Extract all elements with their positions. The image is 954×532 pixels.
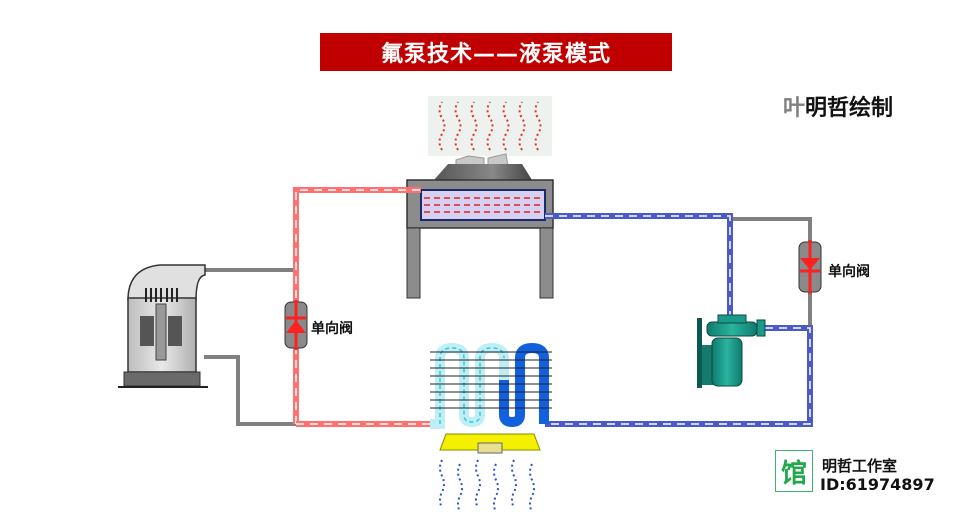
liquid-pump xyxy=(697,314,766,388)
check-valve-right xyxy=(798,240,822,294)
condenser xyxy=(406,153,554,299)
studio-stamp-icon: 馆 xyxy=(775,450,813,492)
compressor xyxy=(118,264,208,388)
cold-air-waves xyxy=(439,459,535,513)
author-credit: 叶明哲绘制 xyxy=(783,90,893,122)
evaporator xyxy=(430,342,552,454)
check-valve-left xyxy=(284,300,308,350)
cold-pipes xyxy=(545,213,813,427)
studio-name: 明哲工作室 xyxy=(822,457,898,475)
author-rest: 明哲绘制 xyxy=(805,96,894,121)
page-title: 氟泵技术——液泵模式 xyxy=(320,33,672,71)
title-text: 氟泵技术——液泵模式 xyxy=(380,42,611,67)
check-valve-left-label: 单向阀 xyxy=(311,321,353,337)
author-first-char: 叶 xyxy=(783,96,806,121)
check-valve-right-label: 单向阀 xyxy=(828,264,870,280)
studio-id: ID:61974897 xyxy=(820,475,935,494)
hot-air-waves xyxy=(428,96,552,156)
